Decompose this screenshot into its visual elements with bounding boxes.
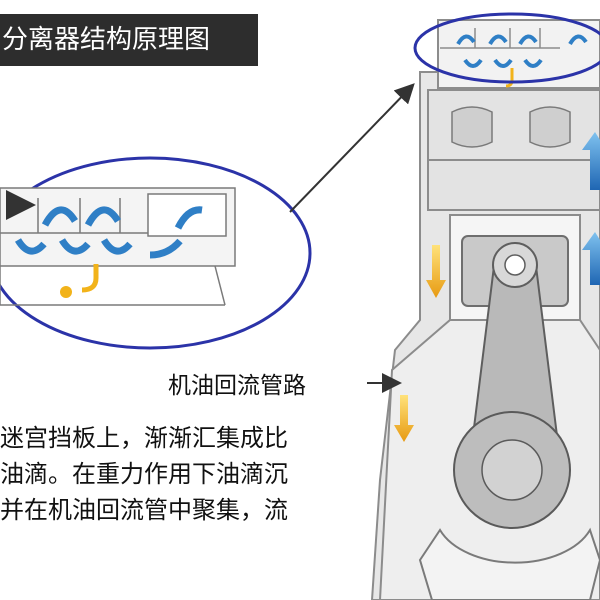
diagram-title: 分离器结构原理图 <box>0 14 258 66</box>
description-text: 迷宫挡板上，渐渐汇集成比 油滴。在重力作用下油滴沉 并在机油回流管中聚集，流 <box>0 420 288 528</box>
oil-return-line-label: 机油回流管路 <box>168 373 306 399</box>
engine-cross-section <box>370 19 600 600</box>
description-line: 油滴。在重力作用下油滴沉 <box>0 460 288 488</box>
description-line: 并在机油回流管中聚集，流 <box>0 496 288 524</box>
separator-detail-callout <box>0 156 312 350</box>
detail-ring-small <box>413 12 600 84</box>
mini-separator-baffles <box>440 28 588 88</box>
callout-connector-arrow <box>289 83 415 213</box>
description-line: 迷宫挡板上，渐渐汇集成比 <box>0 424 288 452</box>
